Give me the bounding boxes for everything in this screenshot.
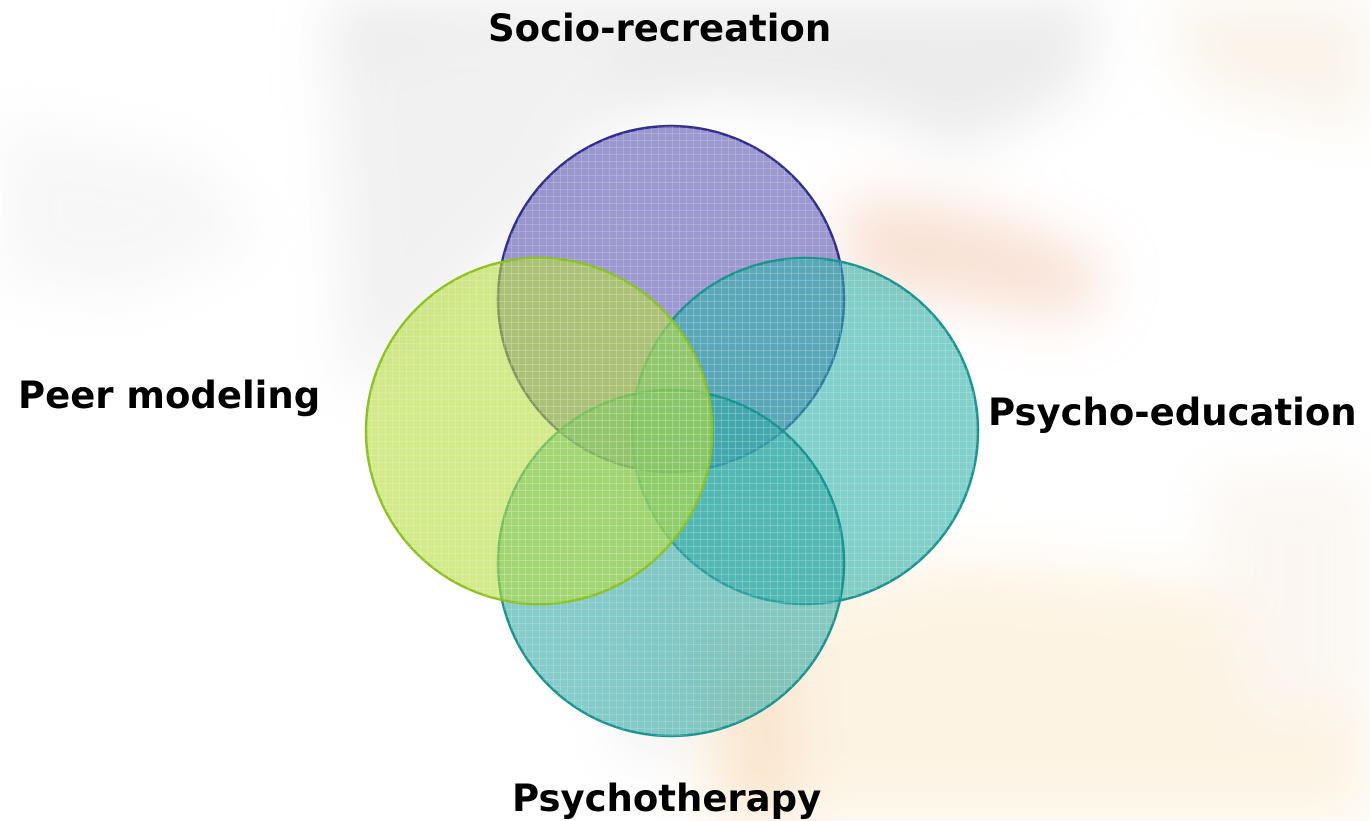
label-psycho-education: Psycho-education: [988, 391, 1357, 434]
circle-peer-modeling: [364, 256, 714, 606]
label-socio-recreation: Socio-recreation: [488, 7, 832, 50]
label-peer-modeling: Peer modeling: [18, 374, 321, 417]
label-psychotherapy: Psychotherapy: [512, 777, 822, 820]
